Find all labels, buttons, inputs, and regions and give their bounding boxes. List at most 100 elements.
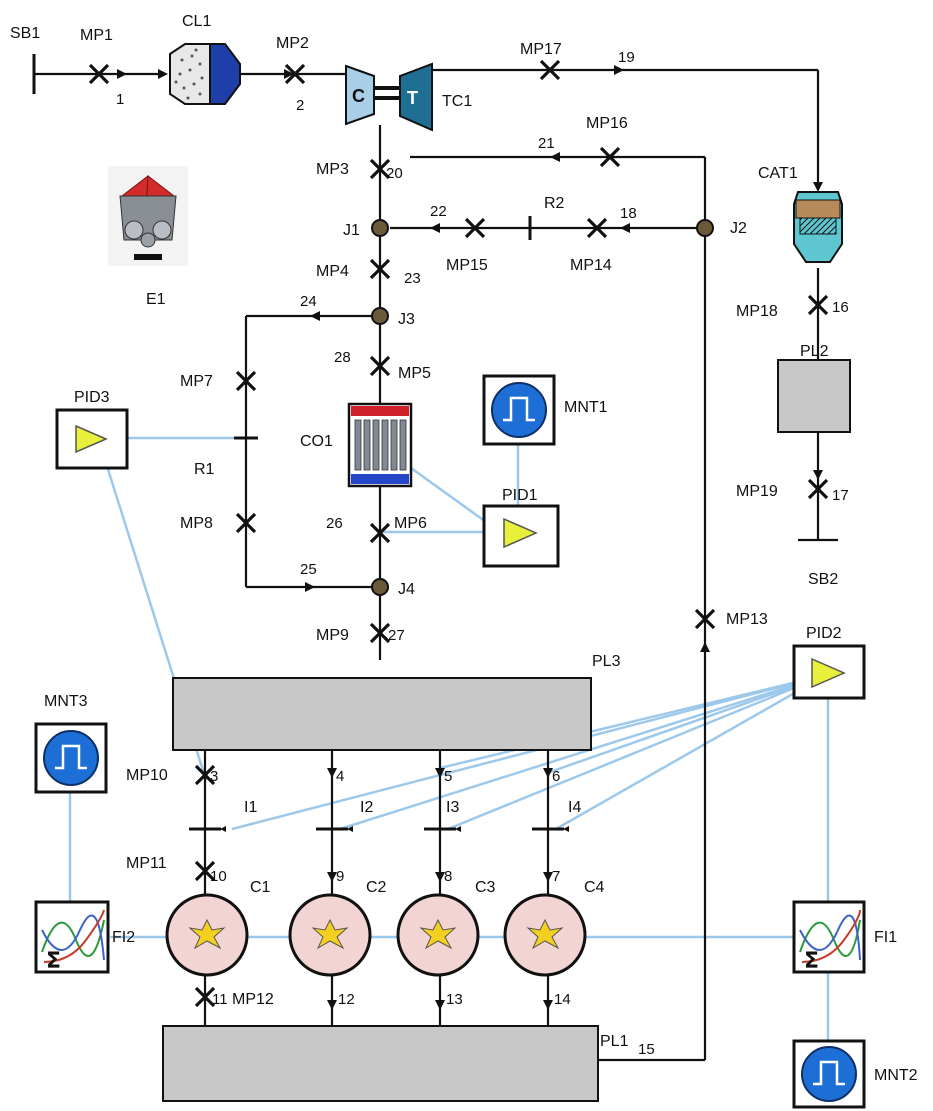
r2-label: R2	[544, 195, 565, 212]
mp1-label: MP1	[80, 27, 113, 44]
pipe-number: 8	[444, 868, 452, 885]
sb1-label: SB1	[10, 25, 40, 42]
mp18-label: MP18	[736, 303, 778, 320]
flow-arrows	[117, 65, 823, 1010]
pipe-number: 11	[212, 991, 228, 1008]
mp9-label: MP9	[316, 627, 349, 644]
mp4-label: MP4	[316, 263, 349, 280]
i1-label: I1	[244, 799, 257, 816]
fi1-label: FI1	[874, 929, 897, 946]
injectors[interactable]	[189, 826, 569, 832]
plenum-pl3[interactable]	[172, 677, 592, 751]
pid2-label: PID2	[806, 625, 842, 642]
plenum-pl1[interactable]	[162, 1025, 599, 1102]
compressor-letter: C	[352, 86, 365, 106]
svg-text:Σ: Σ	[804, 949, 819, 974]
pulse-monitor-icon	[503, 396, 535, 422]
pipe-number: 24	[300, 293, 317, 310]
pl2-label: PL2	[800, 343, 829, 360]
mp17-label: MP17	[520, 41, 562, 58]
pipe-number: 21	[538, 135, 555, 152]
pl3-label: PL3	[592, 653, 621, 670]
j2-label: J2	[730, 220, 747, 237]
c2-label: C2	[366, 879, 387, 896]
j1-label: J1	[343, 222, 360, 239]
turbocharger-tc1[interactable]: C T	[345, 62, 433, 132]
pipe-number: 6	[552, 768, 560, 785]
cylinder-c1[interactable]	[165, 893, 249, 977]
tc1-label: TC1	[442, 93, 472, 110]
r1-label: R1	[194, 461, 215, 478]
cat1-label: CAT1	[758, 165, 798, 182]
mp6-label: MP6	[394, 515, 427, 532]
mp13-label: MP13	[726, 611, 768, 628]
pipe-number: 1	[116, 91, 124, 108]
pid3-label: PID3	[74, 389, 110, 406]
svg-text:Σ: Σ	[46, 949, 61, 974]
intercooler-icon[interactable]	[347, 402, 413, 488]
mp10-label: MP10	[126, 767, 168, 784]
mp8-label: MP8	[180, 515, 213, 532]
pipe-number: 17	[832, 487, 849, 504]
pipe-number: 27	[388, 627, 405, 644]
mp3-label: MP3	[316, 161, 349, 178]
pipe-number: 14	[554, 991, 571, 1008]
cylinder-spark-icon	[188, 918, 226, 950]
pipe-number: 2	[296, 97, 304, 114]
cylinder-c2[interactable]	[288, 893, 372, 977]
air-filter-icon[interactable]	[169, 43, 241, 105]
fi1-function[interactable]: Σ	[792, 900, 866, 974]
pipe-number: 10	[210, 868, 227, 885]
mnt1-monitor[interactable]	[482, 374, 556, 446]
pid1-label: PID1	[502, 487, 538, 504]
pl1-label: PL1	[600, 1033, 629, 1050]
mp15-label: MP15	[446, 257, 488, 274]
c1-label: C1	[250, 879, 271, 896]
mp12-label: MP12	[232, 991, 274, 1008]
restrictions[interactable]	[234, 216, 532, 440]
e1-label: E1	[146, 291, 166, 308]
mp2-label: MP2	[276, 35, 309, 52]
fi2-function[interactable]: Σ	[34, 900, 110, 974]
pipe-number: 28	[334, 349, 351, 366]
j3-label: J3	[398, 311, 415, 328]
catalyst-icon[interactable]	[793, 191, 843, 263]
i4-label: I4	[568, 799, 581, 816]
mp5-label: MP5	[398, 365, 431, 382]
pid2-controller[interactable]	[792, 644, 866, 700]
mnt2-monitor[interactable]	[792, 1039, 866, 1109]
pid1-controller[interactable]	[482, 504, 560, 568]
cylinder-c4[interactable]	[503, 893, 587, 977]
mp7-label: MP7	[180, 373, 213, 390]
mnt1-label: MNT1	[564, 399, 608, 416]
pid-controller-icon	[75, 424, 108, 454]
pipe-number: 16	[832, 299, 849, 316]
measure-points[interactable]	[88, 59, 829, 1008]
mnt3-label: MNT3	[44, 693, 88, 710]
pipe-number: 4	[336, 768, 344, 785]
plenum-pl2[interactable]	[777, 359, 851, 433]
co1-label: CO1	[300, 433, 333, 450]
engine-block-icon[interactable]	[108, 166, 188, 266]
turbine-letter: T	[407, 88, 418, 108]
i2-label: I2	[360, 799, 373, 816]
pipe-number: 18	[620, 205, 637, 222]
pipe-number: 26	[326, 515, 343, 532]
c3-label: C3	[475, 879, 496, 896]
pipe-number: 3	[210, 768, 218, 785]
pipe-number: 7	[552, 868, 560, 885]
junctions[interactable]	[371, 219, 714, 596]
function-sigma-icon: Σ	[41, 909, 105, 974]
cl1-label: CL1	[182, 13, 211, 30]
pid3-controller[interactable]	[55, 408, 129, 470]
pipe-number: 22	[430, 203, 447, 220]
mp14-label: MP14	[570, 257, 612, 274]
pipe-number: 23	[404, 270, 421, 287]
sb2-label: SB2	[808, 571, 838, 588]
i3-label: I3	[446, 799, 459, 816]
pipe-number: 19	[618, 49, 635, 66]
pipe-number: 15	[638, 1041, 655, 1058]
cylinder-c3[interactable]	[396, 893, 480, 977]
mnt3-monitor[interactable]	[34, 722, 108, 794]
